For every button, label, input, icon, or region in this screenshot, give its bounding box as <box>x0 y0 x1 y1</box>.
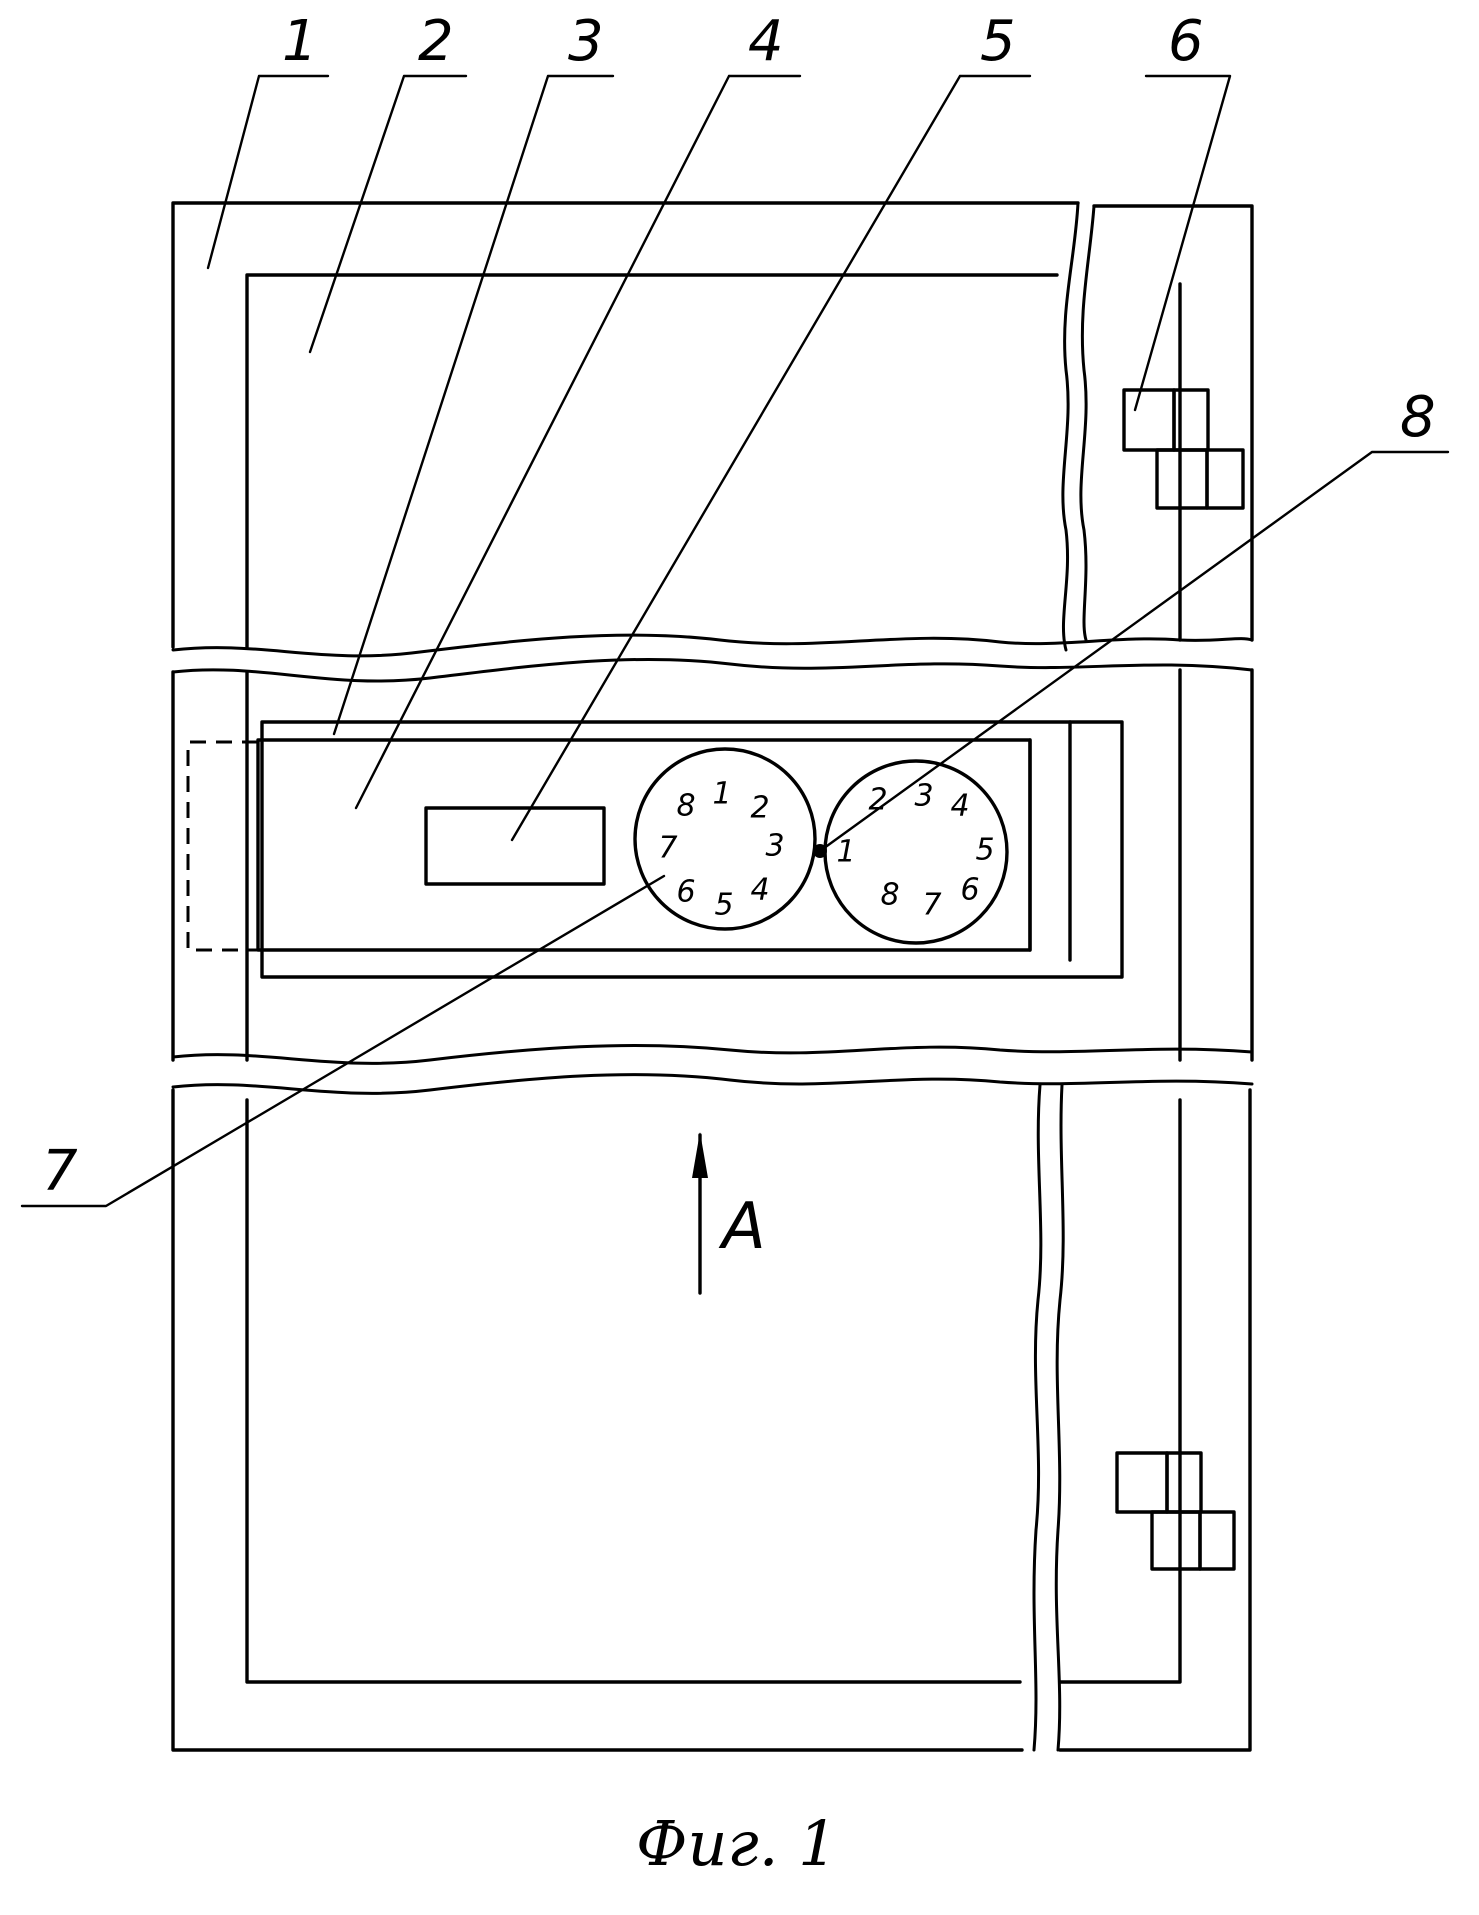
dial-right: 1 2 3 4 5 6 7 8 <box>813 761 1007 943</box>
dial-left-num-1: 1 <box>712 777 731 812</box>
dial-left-num-3: 3 <box>765 829 784 864</box>
dial-left-num-5: 5 <box>714 888 733 923</box>
dial-left-num-8: 8 <box>676 789 695 824</box>
dial-right-num-7: 7 <box>922 888 941 923</box>
dial-left-num-6: 6 <box>676 875 695 910</box>
bottom-section <box>173 1085 1250 1750</box>
label-5: 5 <box>980 9 1016 74</box>
label-6: 6 <box>1168 9 1204 74</box>
bottom-hinge <box>1117 1453 1234 1569</box>
dial-right-num-3: 3 <box>914 779 933 814</box>
dial-left-num-7: 7 <box>658 831 677 866</box>
figure-caption: Фиг. 1 <box>636 1807 838 1880</box>
break-line-upper <box>173 635 1252 681</box>
display-window <box>426 808 604 884</box>
dial-right-num-6: 6 <box>960 873 979 908</box>
label-7: 7 <box>42 1139 78 1204</box>
dial-right-num-2: 2 <box>868 783 887 818</box>
dial-right-num-8: 8 <box>880 878 899 913</box>
direction-label: A <box>718 1190 766 1264</box>
dial-right-num-4: 4 <box>950 789 969 824</box>
dial-left: 1 2 3 4 5 6 7 8 <box>635 749 815 929</box>
label-8: 8 <box>1400 385 1436 450</box>
top-section <box>173 203 1252 650</box>
label-3: 3 <box>568 9 604 74</box>
label-1: 1 <box>282 9 318 74</box>
dial-right-num-5: 5 <box>975 833 994 868</box>
dial-right-num-1: 1 <box>836 835 855 870</box>
dial-left-num-2: 2 <box>750 791 769 826</box>
dial-left-num-4: 4 <box>750 873 769 908</box>
top-hinge <box>1124 390 1243 508</box>
direction-arrow: A <box>692 1132 766 1293</box>
label-4: 4 <box>748 9 784 74</box>
label-2: 2 <box>418 9 454 74</box>
